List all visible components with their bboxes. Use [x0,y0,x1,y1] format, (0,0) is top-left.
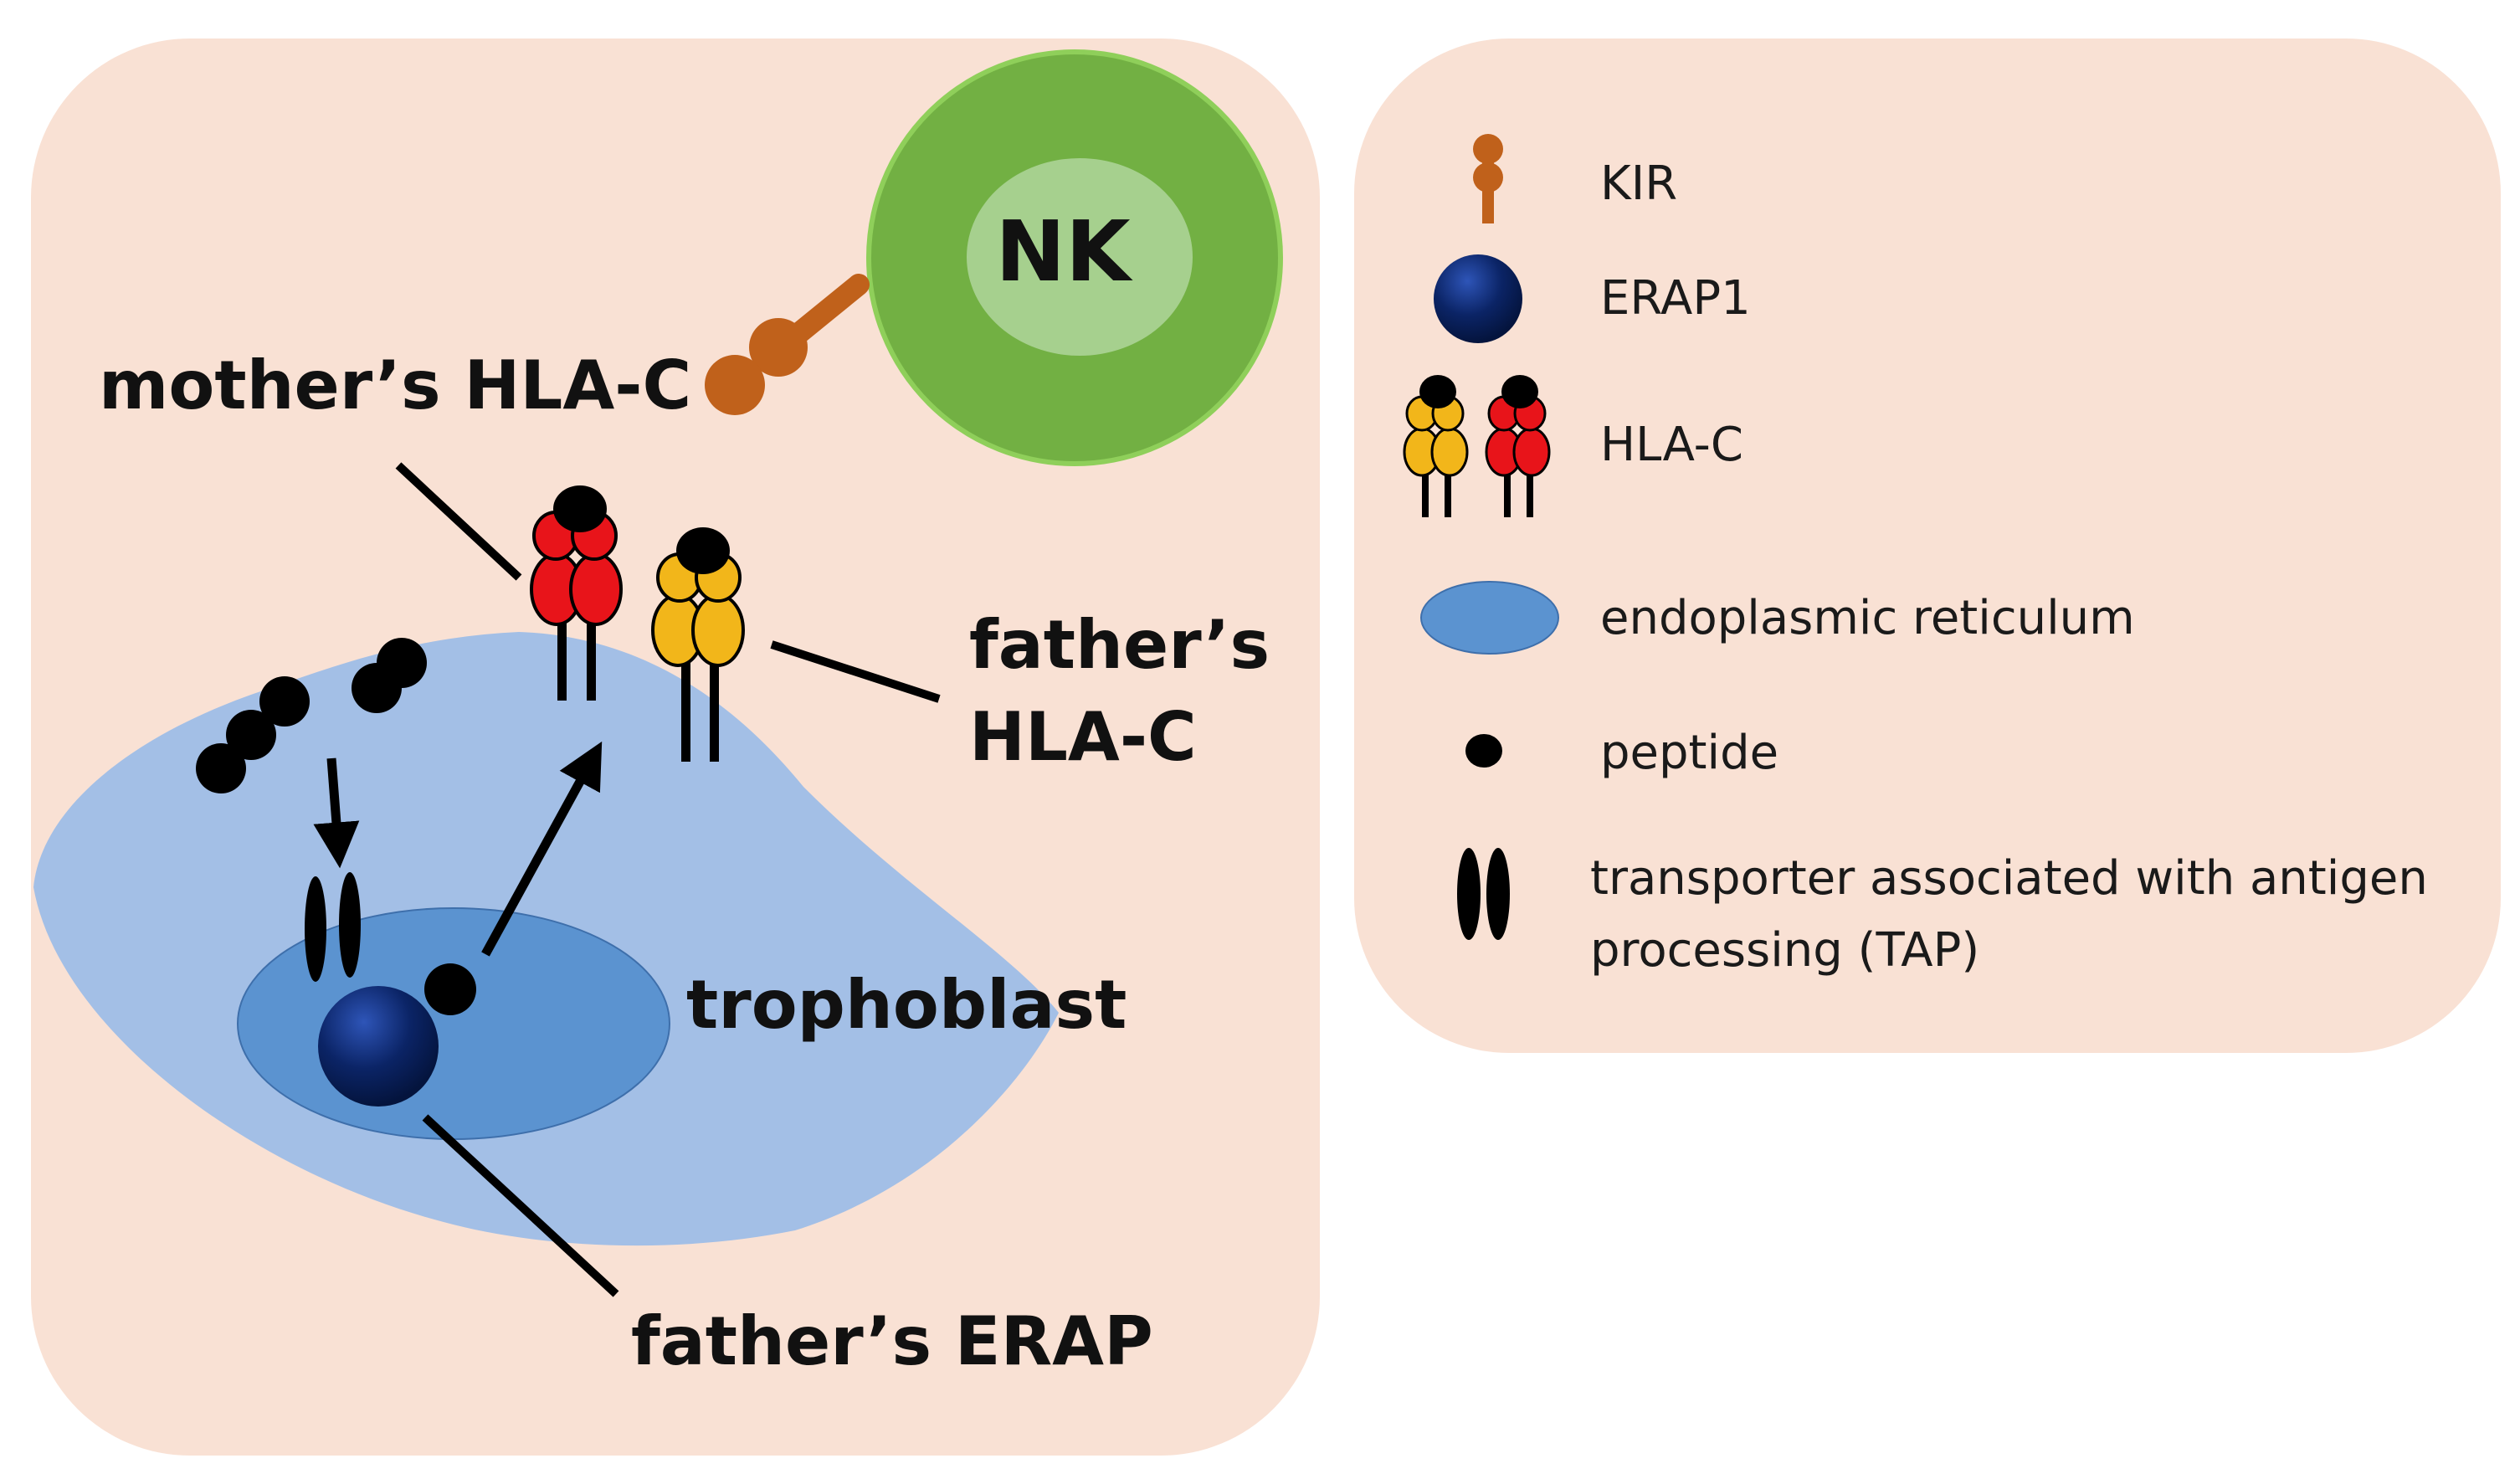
nk-label: NK [995,203,1133,300]
legend-erap1-label: ERAP1 [1600,271,1751,326]
mother-hla-c [530,485,623,701]
legend-kir-label: KIR [1600,157,1677,211]
trophoblast-label: trophoblast [686,966,1127,1044]
kir-icon [1473,134,1503,223]
nk-cell: NK [866,49,1283,466]
legend-er-label: endoplasmic reticulum [1600,591,2135,645]
legend-panel [1354,39,2501,1053]
peptide [259,676,310,727]
arrow-to-tap [313,757,360,869]
er-icon [1420,581,1559,655]
tap-transporter [305,872,361,982]
father-hla-label-line2: HLA-C [969,698,1197,776]
kir-receptor [705,274,870,415]
nk-cell-nucleus [967,158,1193,356]
father-erap-label: father’s ERAP [631,1302,1153,1380]
peptide [352,663,402,713]
father-erap-leader [422,1114,619,1297]
erap1-icon [1434,254,1522,343]
legend-hla-c-label: HLA-C [1600,418,1743,472]
father-hla-c [651,527,745,762]
hla-c-yellow-icon [1403,375,1469,517]
legend-peptide-label: peptide [1600,726,1778,780]
peptide-icon [1465,734,1502,768]
peptide-group-right [352,638,427,713]
arrow-to-surface [481,741,603,957]
mother-hla-leader [395,462,522,581]
hla-c-red-icon [1485,375,1551,517]
peptide-group-left [196,676,310,793]
peptide-near-erap [424,963,476,1015]
father-hla-label-line1: father’s [969,606,1270,684]
peptide [196,743,246,793]
peptide [226,710,276,760]
legend-tap-label-line2: processing (TAP) [1590,923,1979,978]
mother-hla-label: mother’s HLA-C [99,347,691,424]
father-erap-sphere [318,986,439,1107]
endoplasmic-reticulum [237,907,670,1140]
tap-icon [1457,848,1510,940]
father-hla-leader [770,640,941,703]
legend-tap-label-line1: transporter associated with antigen [1590,851,2428,906]
